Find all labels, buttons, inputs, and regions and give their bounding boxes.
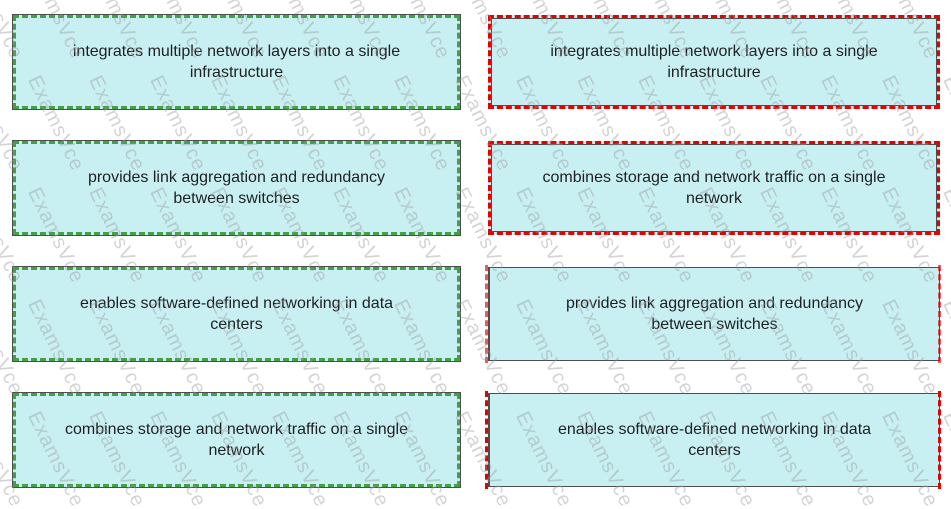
box-text-line: between switches [651,316,778,333]
box-text-line: combines storage and network traffic on … [542,169,886,186]
box-text-line: combines storage and network traffic on … [64,421,408,438]
box-text: combines storage and network traffic on … [55,419,418,461]
box-text-line: integrates multiple network layers into … [72,43,401,60]
box-text-line: between switches [173,190,300,207]
box-text: integrates multiple network layers into … [540,41,887,83]
box-text-line: integrates multiple network layers into … [550,43,878,60]
box-text: provides link aggregation and redundancy… [78,167,395,209]
drag-box-left-1[interactable]: integrates multiple network layers into … [13,15,460,109]
drop-box-right-4[interactable]: enables software-defined networking in d… [485,391,941,489]
box-text-line: centers [210,316,263,333]
box-text: provides link aggregation and redundancy… [556,293,873,335]
box-text-line: network [685,190,742,207]
box-text: integrates multiple network layers into … [63,41,410,83]
box-text-line: network [208,442,265,459]
box-text-line: provides link aggregation and redundancy [565,295,864,312]
box-text-line: centers [688,442,741,459]
box-text: enables software-defined networking in d… [70,293,403,335]
box-text: enables software-defined networking in d… [548,419,881,461]
box-text-line: infrastructure [189,64,284,81]
box-text-line: infrastructure [667,64,761,81]
drag-box-left-3[interactable]: enables software-defined networking in d… [13,267,460,361]
drag-drop-board: integrates multiple network layers into … [13,15,941,489]
drag-box-left-2[interactable]: provides link aggregation and redundancy… [13,141,460,235]
box-text-line: provides link aggregation and redundancy [87,169,386,186]
drop-box-right-3[interactable]: provides link aggregation and redundancy… [485,265,941,363]
drop-box-right-1[interactable]: integrates multiple network layers into … [488,15,940,109]
box-text: combines storage and network traffic on … [532,167,895,209]
drop-box-right-2[interactable]: combines storage and network traffic on … [488,141,940,235]
drag-box-left-4[interactable]: combines storage and network traffic on … [13,393,460,487]
box-text-line: enables software-defined networking in d… [79,295,394,312]
box-text-line: enables software-defined networking in d… [557,421,872,438]
